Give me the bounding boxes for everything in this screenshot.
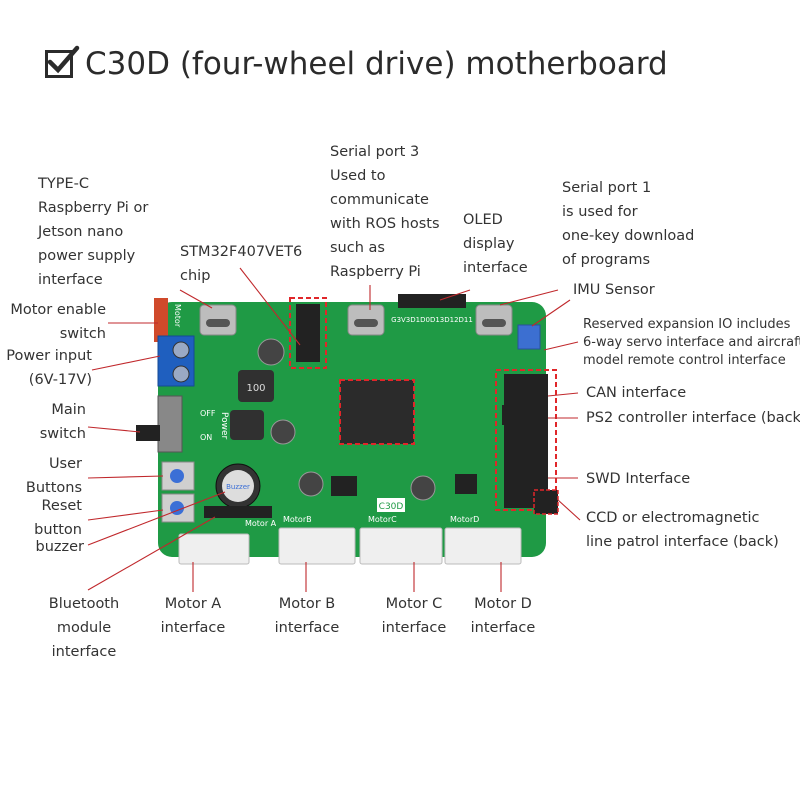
motor-enable-switch (154, 298, 168, 342)
capacitor (270, 419, 296, 445)
motor-d-connector (444, 527, 522, 565)
capacitor (257, 338, 285, 366)
bluetooth-header (204, 506, 272, 518)
ic (502, 405, 526, 425)
label-ps2: PS2 controller interface (back) (586, 410, 800, 426)
motor-c-connector (359, 527, 443, 565)
expansion-header-highlight (495, 369, 557, 511)
page-title: C30D (four-wheel drive) motherboard (45, 45, 668, 82)
ccd-header (533, 489, 559, 515)
buzzer-silk: Buzzer (226, 483, 250, 491)
main-switch-lever (136, 425, 160, 441)
label-buzzer: buzzer (35, 539, 85, 555)
servo-header (296, 304, 320, 362)
svg-text:G3V3D1D0D13D12D11: G3V3D1D0D13D12D11 (391, 316, 473, 324)
title-text: C30D (four-wheel drive) motherboard (85, 46, 668, 82)
capacitor (298, 471, 324, 497)
imu-sensor (517, 324, 541, 350)
expansion-header (504, 374, 548, 508)
capacitor (410, 475, 436, 501)
svg-text:Motor A: Motor A (245, 519, 277, 528)
svg-text:MotorB: MotorB (283, 515, 312, 524)
svg-text:100: 100 (246, 383, 265, 394)
stm32-chip (339, 379, 415, 445)
label-power-input: Power input(6V-17V) (6, 348, 92, 388)
label-imu: IMU Sensor (573, 282, 655, 298)
inductor (238, 370, 274, 402)
svg-text:MotorC: MotorC (368, 515, 397, 524)
motor-b-connector (278, 527, 356, 565)
svg-text:MotorD: MotorD (450, 515, 479, 524)
svg-text:ON: ON (200, 433, 212, 442)
main-switch-body (157, 395, 183, 453)
svg-text:Motor: Motor (173, 304, 182, 328)
label-can: CAN interface (586, 385, 687, 401)
inductor-2 (230, 410, 264, 440)
ic (331, 476, 357, 496)
svg-text:OFF: OFF (200, 409, 216, 418)
ic (455, 474, 477, 494)
model-silk (377, 498, 405, 512)
motor-a-connector (178, 533, 250, 565)
svg-text:Power: Power (219, 412, 229, 440)
leader-lines (87, 267, 581, 592)
checkbox-icon (45, 45, 80, 78)
svg-text:C30D: C30D (379, 502, 404, 512)
oled-header (398, 294, 466, 308)
label-swd: SWD Interface (586, 471, 691, 487)
